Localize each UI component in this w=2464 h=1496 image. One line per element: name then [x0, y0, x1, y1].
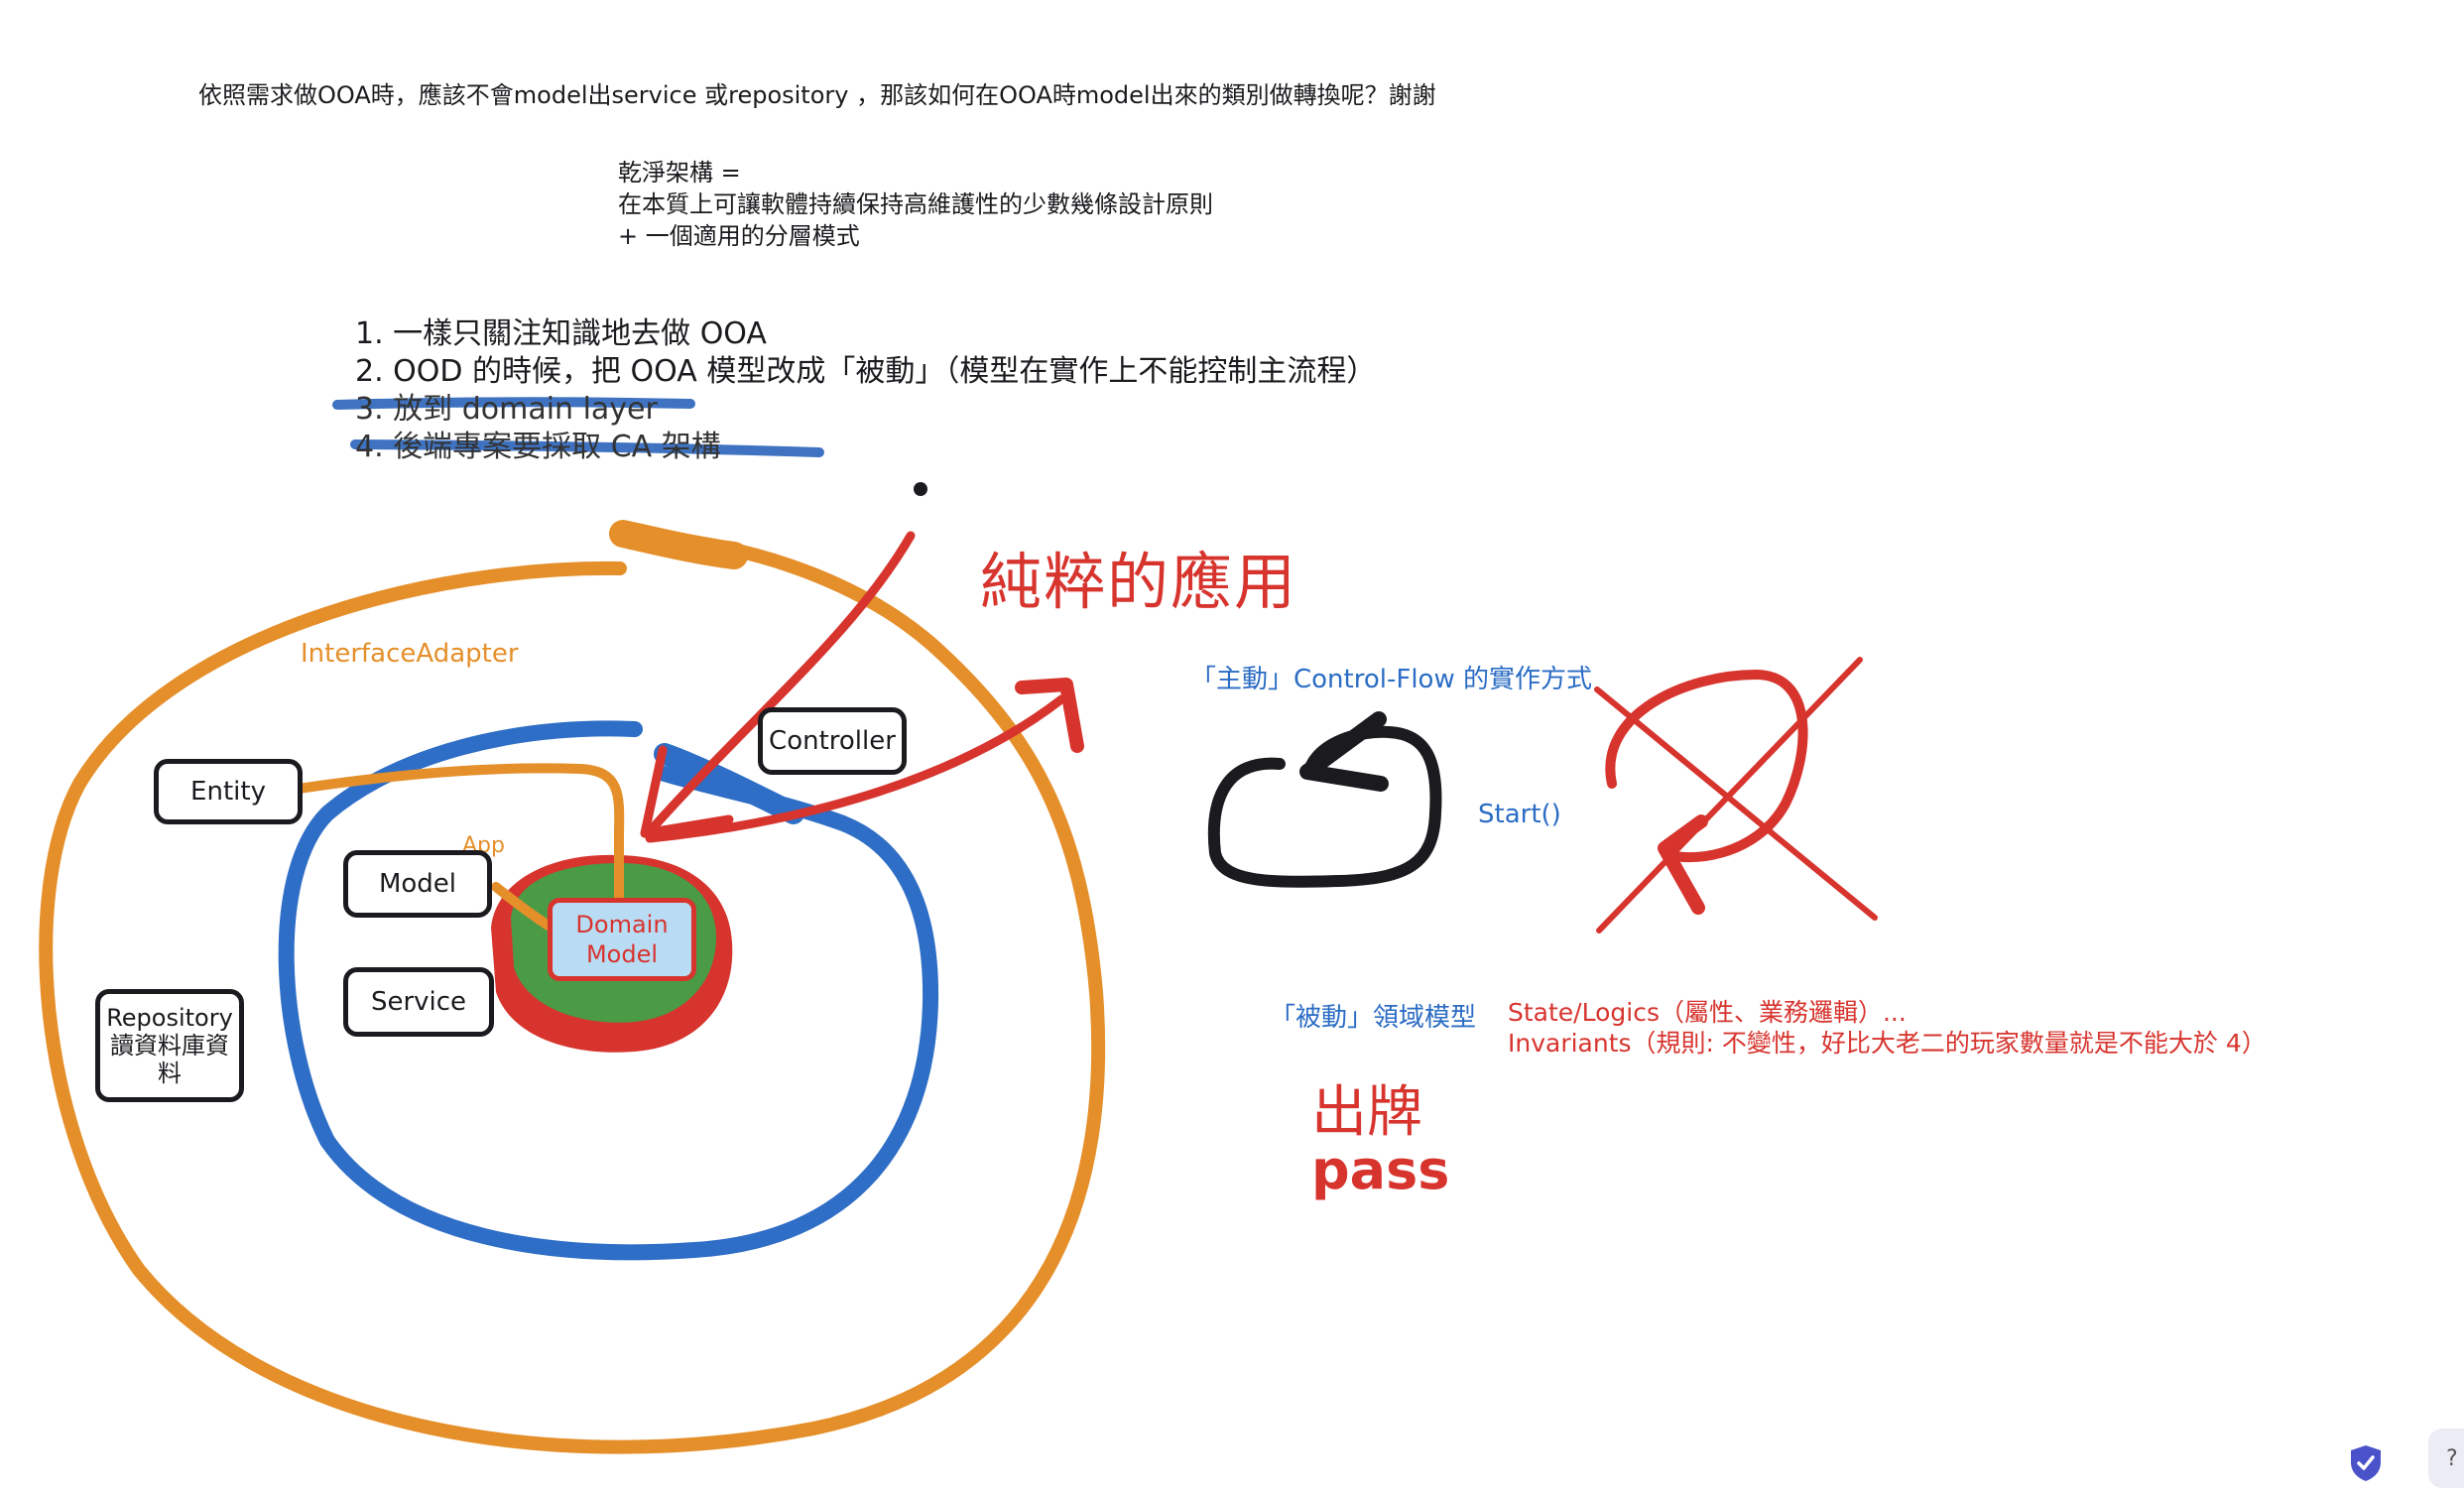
clean-architecture-line1: 乾淨架構 = — [618, 159, 741, 187]
strike-line-step3 — [332, 397, 695, 410]
crossed-loop-arrowhead — [1658, 814, 1708, 915]
cross-line-1 — [1594, 686, 1878, 921]
repository-box-text: Repository 讀資料庫資 料 — [106, 1004, 233, 1087]
start-call-label: Start() — [1478, 800, 1561, 829]
service-box-label: Service — [370, 987, 467, 1017]
app-ring-hook — [654, 743, 804, 824]
red-arrow-into-domain-head — [640, 745, 734, 838]
step-item-3: 3. 放到 domain layer — [355, 392, 658, 427]
controller-box-label: Controller — [769, 726, 896, 756]
repository-label: Repository — [106, 1004, 233, 1032]
entity-box[interactable]: Entity — [154, 759, 303, 824]
strike-line-step4 — [350, 439, 824, 457]
red-arrow-into-domain — [645, 531, 916, 836]
dot-mark — [914, 482, 927, 496]
step-item-2: 2. OOD 的時候，把 OOA 模型改成「被動」（模型在實作上不能控制主流程） — [355, 354, 1377, 389]
entity-box-label: Entity — [190, 777, 266, 807]
pass-action: pass — [1311, 1139, 1450, 1201]
clean-architecture-definition: 乾淨架構 = 在本質上可讓軟體持續保持高維護性的少數幾條設計原則 + 一個適用的… — [618, 157, 1213, 252]
clean-architecture-line3: + 一個適用的分層模式 — [618, 222, 860, 250]
active-loop-arrowhead — [1299, 711, 1389, 792]
interface-adapter-ring-start — [609, 520, 748, 569]
active-loop — [1207, 725, 1442, 888]
help-icon: ? — [2446, 1445, 2458, 1471]
model-box-label: Model — [378, 869, 457, 899]
crossed-loop — [1605, 669, 1808, 863]
active-control-flow-label: 「主動」Control-Flow 的實作方式 — [1190, 665, 1592, 694]
domain-model-line2: Model — [585, 940, 659, 968]
step-item-4: 4. 後端專案要採取 CA 架構 — [355, 430, 721, 464]
clean-architecture-line2: 在本質上可讓軟體持續保持高維護性的少數幾條設計原則 — [618, 190, 1213, 218]
entity-to-domain-connector — [287, 763, 625, 910]
domain-model-box[interactable]: Domain Model — [548, 898, 696, 981]
repository-desc-line2: 料 — [158, 1060, 182, 1087]
invariants-text: Invariants（規則: 不變性，好比大老二的玩家數量就是不能大於 4） — [1508, 1029, 2267, 1058]
state-logics-text: State/Logics（屬性、業務邏輯）... — [1508, 998, 1907, 1027]
interface-adapter-ring — [39, 529, 1106, 1454]
repository-desc-line1: 讀資料庫資 — [110, 1032, 229, 1060]
shield-check-icon[interactable] — [2349, 1444, 2383, 1482]
app-ring — [278, 720, 939, 1261]
domain-model-line1: Domain — [575, 911, 669, 938]
domain-model-text: Domain Model — [575, 910, 668, 969]
play-card-action: 出牌 — [1311, 1080, 1422, 1145]
pure-application-title: 純粹的應用 — [980, 546, 1298, 618]
question-text: 依照需求做OOA時，應該不會model出service 或repository … — [198, 81, 1436, 109]
step-item-1: 1. 一樣只關注知識地去做 OOA — [355, 316, 767, 351]
interface-adapter-label: InterfaceAdapter — [301, 639, 519, 669]
model-box[interactable]: Model — [343, 850, 492, 918]
cross-line-2 — [1596, 657, 1863, 934]
help-button[interactable]: ? — [2428, 1429, 2464, 1488]
passive-domain-model-label: 「被動」領域模型 — [1270, 1003, 1477, 1033]
red-arrow-outward-head — [1015, 678, 1084, 753]
model-to-domain-connector — [491, 882, 556, 933]
red-arrow-outward — [645, 694, 1066, 843]
steps-list: 1. 一樣只關注知識地去做 OOA 2. OOD 的時候，把 OOA 模型改成「… — [355, 315, 1376, 466]
repository-box[interactable]: Repository 讀資料庫資 料 — [95, 989, 244, 1102]
controller-box[interactable]: Controller — [758, 707, 907, 775]
service-box[interactable]: Service — [343, 967, 494, 1037]
